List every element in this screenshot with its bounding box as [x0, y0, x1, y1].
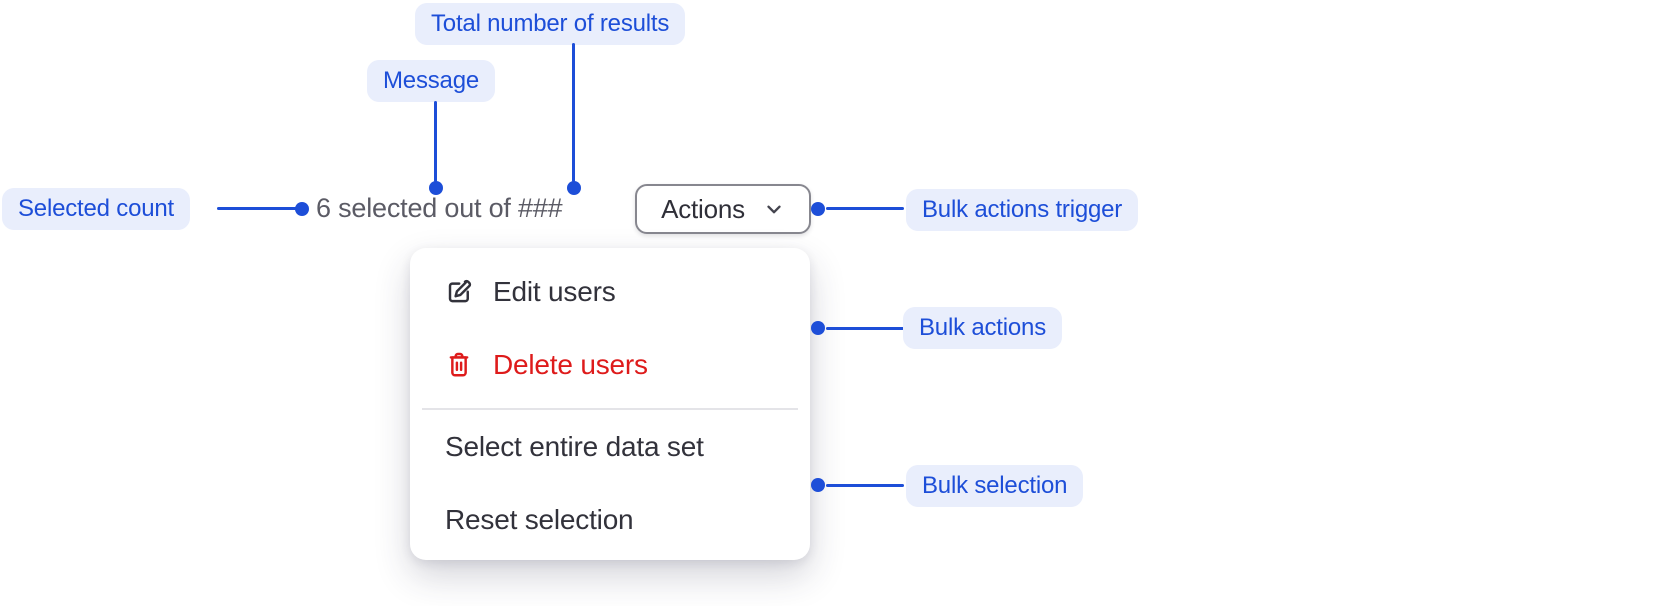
- connector-line: [826, 327, 904, 330]
- connector-line: [434, 101, 437, 182]
- connector-dot: [811, 202, 825, 216]
- menu-item-label: Reset selection: [445, 504, 634, 535]
- callout-bulk-actions-trigger-label: Bulk actions trigger: [922, 196, 1123, 223]
- callout-total-number-of-results-label: Total number of results: [431, 10, 670, 37]
- connector-line: [572, 43, 575, 182]
- connector-dot: [429, 181, 443, 195]
- connector-line: [826, 484, 904, 487]
- connector-dot: [811, 478, 825, 492]
- callout-total-number-of-results: Total number of results: [415, 3, 686, 45]
- callout-bulk-actions-trigger: Bulk actions trigger: [906, 189, 1139, 231]
- connector-line: [826, 207, 904, 210]
- callout-selected-count-label: Selected count: [18, 195, 174, 222]
- chevron-down-icon: [763, 198, 785, 220]
- callout-bulk-selection: Bulk selection: [906, 465, 1084, 507]
- menu-item-label: Select entire data set: [445, 431, 704, 462]
- connector-line: [217, 207, 297, 210]
- callout-selected-count: Selected count: [2, 188, 190, 230]
- connector-dot: [811, 321, 825, 335]
- callout-message-label: Message: [383, 67, 479, 94]
- edit-icon: [445, 278, 473, 306]
- bulk-actions-menu: Edit users Delete users Select entire da…: [410, 248, 810, 560]
- menu-item-reset-selection[interactable]: Reset selection: [410, 492, 810, 548]
- connector-dot: [567, 181, 581, 195]
- callout-bulk-selection-label: Bulk selection: [922, 472, 1068, 499]
- menu-divider: [422, 408, 798, 410]
- actions-button-label: Actions: [661, 193, 745, 224]
- connector-dot: [295, 202, 309, 216]
- trash-icon: [445, 351, 473, 379]
- menu-item-label: Edit users: [493, 276, 616, 307]
- selected-count-message: 6 selected out of ###: [316, 193, 563, 223]
- menu-item-label: Delete users: [493, 349, 648, 380]
- menu-item-delete-users[interactable]: Delete users: [410, 337, 810, 393]
- callout-bulk-actions-label: Bulk actions: [919, 314, 1046, 341]
- callout-bulk-actions: Bulk actions: [903, 307, 1062, 349]
- callout-message: Message: [367, 60, 495, 102]
- menu-item-select-entire-data-set[interactable]: Select entire data set: [410, 419, 810, 475]
- bulk-actions-trigger-button[interactable]: Actions: [635, 184, 811, 234]
- menu-item-edit-users[interactable]: Edit users: [410, 264, 810, 320]
